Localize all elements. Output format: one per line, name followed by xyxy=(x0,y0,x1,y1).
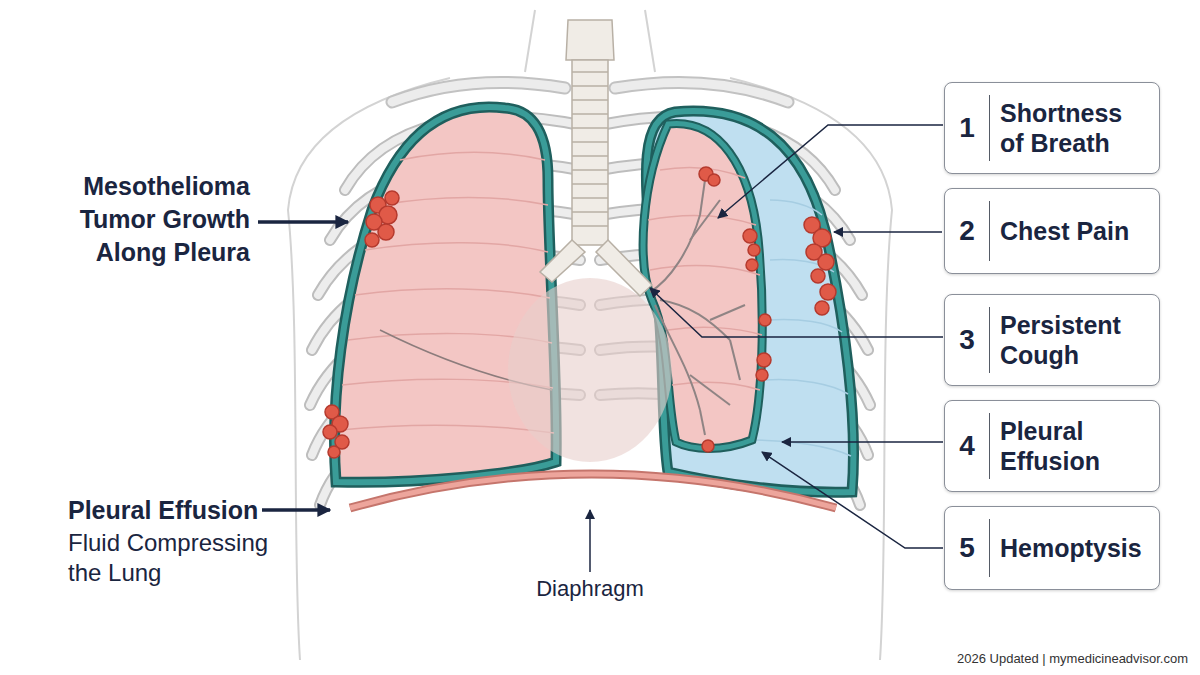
separator-line xyxy=(989,413,990,479)
separator-line xyxy=(989,201,990,261)
callout-number: 5 xyxy=(945,532,989,564)
symptom-box: 2Chest Pain xyxy=(944,188,1160,274)
symptom-label: Pleural Effusion xyxy=(990,408,1159,484)
diaphragm xyxy=(350,474,836,508)
callout-number: 4 xyxy=(945,430,989,462)
torso-outline xyxy=(288,10,892,660)
callout-note: Fluid Compressing the Lung xyxy=(68,528,283,588)
heart xyxy=(508,278,672,462)
leader-line xyxy=(258,125,943,572)
callout-number: 3 xyxy=(945,324,989,356)
symptom-label: Persistent Cough xyxy=(990,302,1159,378)
right-lung-effusion xyxy=(643,111,853,492)
symptom-box: 1Shortness of Breath xyxy=(944,82,1160,174)
separator-line xyxy=(989,519,990,577)
symptom-label: Shortness of Breath xyxy=(990,90,1159,166)
symptom-box: 3Persistent Cough xyxy=(944,294,1160,386)
separator-line xyxy=(989,307,990,373)
tumor-growth xyxy=(323,167,836,458)
callout-number: 2 xyxy=(945,215,989,247)
separator-line xyxy=(989,95,990,161)
symptom-label: Hemoptysis xyxy=(990,525,1150,571)
callout-number: 1 xyxy=(945,112,989,144)
callout-label: Pleural Effusion xyxy=(68,494,258,526)
left-lung xyxy=(335,107,557,482)
symptom-label: Chest Pain xyxy=(990,208,1137,254)
symptom-box: 5Hemoptysis xyxy=(944,506,1160,590)
watermark: 2026 Updated | mymedicineadvisor.com xyxy=(957,651,1188,667)
callout-label: Mesothelioma Tumor Growth Along Pleura xyxy=(40,170,250,269)
part-label: Diaphragm xyxy=(490,575,690,603)
trachea xyxy=(540,20,745,435)
symptom-box: 4Pleural Effusion xyxy=(944,400,1160,492)
